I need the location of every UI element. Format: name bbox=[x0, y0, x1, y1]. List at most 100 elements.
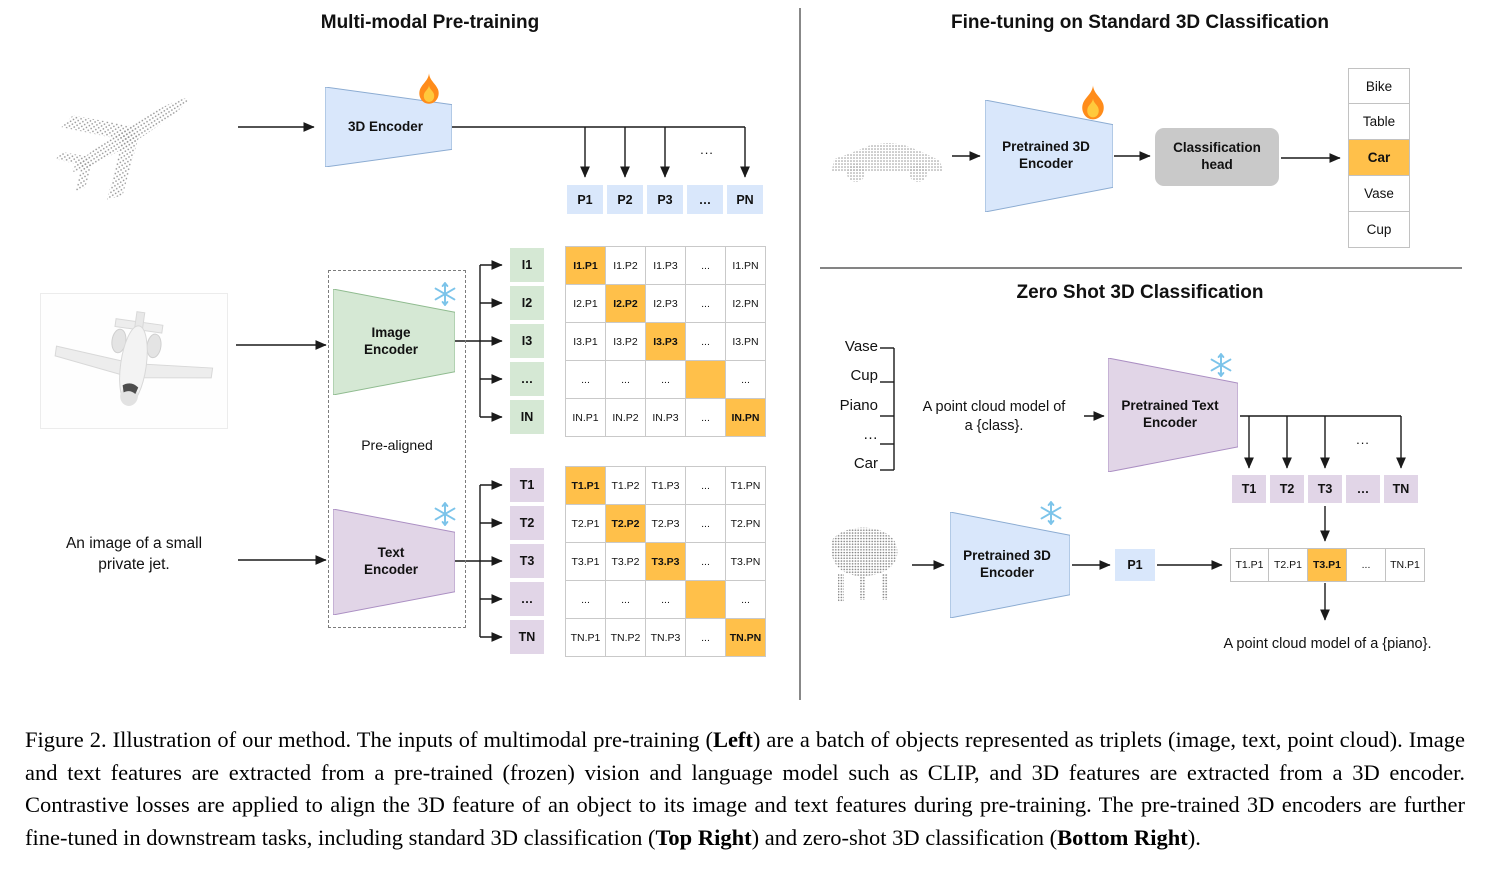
piano-point-cloud bbox=[818, 518, 913, 610]
matrix-cell: ... bbox=[566, 581, 606, 619]
p-cell: PN bbox=[725, 183, 765, 216]
matrix-cell: ... bbox=[606, 361, 646, 399]
matrix-cell: I2.PN bbox=[726, 285, 766, 323]
class-word: Vase bbox=[844, 338, 878, 355]
similarity-cell: T2.P1 bbox=[1268, 548, 1308, 582]
encoder-3d: 3D Encoder bbox=[325, 87, 452, 167]
matrix-cell: ... bbox=[606, 581, 646, 619]
matrix-cell: ... bbox=[686, 505, 726, 543]
text-feature-cell: T3 bbox=[508, 542, 546, 580]
text-feature-cell: T1 bbox=[508, 466, 546, 504]
p-cell: … bbox=[685, 183, 725, 216]
similarity-cell: ... bbox=[1346, 548, 1386, 582]
fire-icon bbox=[1076, 84, 1110, 124]
image-feature-cell: I2 bbox=[508, 284, 546, 322]
matrix-cell: IN.PN bbox=[726, 399, 766, 437]
snowflake-icon bbox=[432, 501, 458, 527]
matrix-cell: ... bbox=[686, 247, 726, 285]
pre-aligned-box bbox=[328, 270, 466, 628]
matrix-cell: ... bbox=[646, 581, 686, 619]
matrix-cell: T3.P1 bbox=[566, 543, 606, 581]
matrix-cell: T2.PN bbox=[726, 505, 766, 543]
class-cell: Cup bbox=[1348, 211, 1410, 248]
figure-caption: Figure 2. Illustration of our method. Th… bbox=[25, 727, 1465, 850]
matrix-cell: I1.PN bbox=[726, 247, 766, 285]
pretrained-3d-encoder-finetune-label: Pretrained 3D Encoder bbox=[1002, 139, 1090, 171]
similarity-cell: T1.P1 bbox=[1230, 548, 1269, 582]
pretrained-text-encoder: Pretrained Text Encoder bbox=[1108, 358, 1238, 472]
matrix-cell: IN.P3 bbox=[646, 399, 686, 437]
p1-feature-cell: P1 bbox=[1115, 549, 1155, 581]
p-cell: P2 bbox=[605, 183, 645, 216]
matrix-cell: IN.P1 bbox=[566, 399, 606, 437]
pretrained-3d-encoder-finetune: Pretrained 3D Encoder bbox=[985, 100, 1113, 212]
image-feature-cell: IN bbox=[508, 398, 546, 436]
matrix-cell: T2.P1 bbox=[566, 505, 606, 543]
text-feature-cell: T3 bbox=[1306, 473, 1344, 505]
matrix-cell: I1.P1 bbox=[566, 247, 606, 285]
matrix-cell: T3.PN bbox=[726, 543, 766, 581]
class-word: Car bbox=[853, 455, 878, 472]
text-encoder: Text Encoder bbox=[333, 509, 455, 615]
image-caption-text: An image of a small private jet. bbox=[65, 535, 203, 573]
class-word: … bbox=[863, 425, 878, 443]
encoder-3d-label: 3D Encoder bbox=[347, 118, 424, 134]
matrix-cell: I3.P2 bbox=[606, 323, 646, 361]
text-feature-cell: … bbox=[508, 580, 546, 618]
matrix-cell: I1.P3 bbox=[646, 247, 686, 285]
ellipsis-label: ... bbox=[700, 142, 714, 157]
text-feature-cell: … bbox=[1344, 473, 1382, 505]
matrix-cell: TN.PN bbox=[726, 619, 766, 657]
pretrained-3d-encoder-zeroshot: Pretrained 3D Encoder bbox=[950, 512, 1070, 618]
text-feature-cell: TN bbox=[508, 618, 546, 656]
matrix-cell: I2.P3 bbox=[646, 285, 686, 323]
image-encoder: Image Encoder bbox=[333, 289, 455, 395]
matrix-cell: I3.P3 bbox=[646, 323, 686, 361]
matrix-cell: ... bbox=[686, 619, 726, 657]
class-word: Piano bbox=[839, 396, 878, 414]
text-feature-cell: T2 bbox=[1268, 473, 1306, 505]
p-cell: P1 bbox=[565, 183, 605, 216]
private-jet-image bbox=[40, 293, 228, 429]
class-cell: Table bbox=[1348, 103, 1410, 140]
finetune-panel-title: Fine-tuning on Standard 3D Classificatio… bbox=[951, 12, 1329, 33]
zeroshot-result-text: A point cloud model of a {piano}. bbox=[1223, 636, 1432, 652]
matrix-cell: T1.P1 bbox=[566, 467, 606, 505]
left-panel-title: Multi-modal Pre-training bbox=[320, 12, 540, 33]
matrix-cell: T1.P3 bbox=[646, 467, 686, 505]
image-feature-cell: I1 bbox=[508, 246, 546, 284]
similarity-cell: TN.P1 bbox=[1385, 548, 1425, 582]
text-feature-cell: T1 bbox=[1230, 473, 1268, 505]
matrix-cell: TN.P2 bbox=[606, 619, 646, 657]
matrix-cell: ... bbox=[726, 581, 766, 619]
fire-icon bbox=[414, 72, 444, 108]
matrix-cell: ... bbox=[726, 361, 766, 399]
matrix-cell: T3.P2 bbox=[606, 543, 646, 581]
p-cell: P3 bbox=[645, 183, 685, 216]
matrix-cell: ... bbox=[686, 399, 726, 437]
image-feature-cell: … bbox=[508, 360, 546, 398]
matrix-cell: T1.P2 bbox=[606, 467, 646, 505]
class-cell: Vase bbox=[1348, 175, 1410, 212]
image-encoder-label: Image Encoder bbox=[363, 325, 418, 357]
class-cell: Car bbox=[1348, 139, 1410, 176]
text-feature-cell: TN bbox=[1382, 473, 1420, 505]
matrix-cell: ... bbox=[646, 361, 686, 399]
matrix-cell: ... bbox=[686, 543, 726, 581]
snowflake-icon bbox=[432, 281, 458, 307]
matrix-cell: ... bbox=[566, 361, 606, 399]
classification-head-box: Classification head bbox=[1155, 128, 1279, 186]
matrix-cell bbox=[686, 361, 726, 399]
ellipsis-label: ... bbox=[1356, 432, 1370, 447]
text-feature-cell: T2 bbox=[508, 504, 546, 542]
matrix-cell: IN.P2 bbox=[606, 399, 646, 437]
matrix-cell: TN.P3 bbox=[646, 619, 686, 657]
matrix-cell: ... bbox=[686, 467, 726, 505]
